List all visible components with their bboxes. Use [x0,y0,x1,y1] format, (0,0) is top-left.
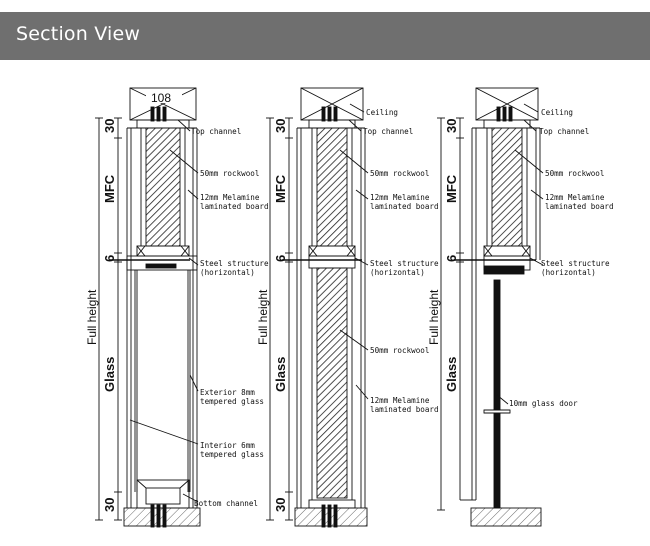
section-header: Section View [0,12,650,60]
top-number: 108 [151,91,171,105]
label-glass-door: 10mm glass door [509,399,578,408]
label-top-channel: Top channel [539,127,589,136]
label-board-line1: 12mm Melamine [200,193,260,202]
label-ceiling: Ceiling [541,108,573,117]
top-channel [483,119,531,129]
dim-bottom: 30 [102,498,117,512]
label-steel-line1: Steel structure [200,259,269,268]
label-board-lower-line1: 12mm Melamine [370,396,430,405]
label-rockwool: 50mm rockwool [545,169,604,178]
label-steel-line2: (horizontal) [370,268,425,277]
rockwool-fill [145,127,181,247]
rockwool-fill [491,127,523,247]
section-middle [266,87,369,528]
dim-upper: MFC [273,174,288,203]
label-ext-glass-line1: Exterior 8mm [200,388,255,397]
label-board-line1: 12mm Melamine [545,193,605,202]
label-steel-line2: (horizontal) [200,268,255,277]
dim-mid: 6 [273,255,288,262]
label-int-glass-line1: Interior 6mm [200,441,255,450]
label-ext-glass-line2: tempered glass [200,397,264,406]
label-board-line2: laminated board [200,202,269,211]
label-steel-line1: Steel structure [541,259,610,268]
label-ceiling: Ceiling [366,108,398,117]
steel-structure [126,255,198,271]
dim-lower: Glass [444,357,459,392]
label-rockwool: 50mm rockwool [370,169,429,178]
top-channel [308,119,356,129]
dim-full-height: Full height [256,289,270,345]
label-rockwool-lower: 50mm rockwool [370,346,429,355]
label-bottom-channel: Bottom channel [194,499,258,508]
dim-lower: Glass [102,357,117,392]
bottom-channel [308,499,356,509]
floor-slab [123,507,201,527]
dim-upper: MFC [102,174,117,203]
dim-top: 30 [102,119,117,133]
label-steel-line1: Steel structure [370,259,439,268]
dim-top: 30 [444,119,459,133]
dim-top: 30 [273,119,288,133]
label-steel-line2: (horizontal) [541,268,596,277]
dim-full-height: Full height [427,289,441,345]
glass-door [493,279,501,509]
dim-bottom: 30 [273,498,288,512]
label-board-lower-line2: laminated board [370,405,439,414]
section-right [437,87,544,527]
section-left [95,87,201,528]
dim-lower: Glass [273,357,288,392]
label-board-line2: laminated board [370,202,439,211]
label-board-line1: 12mm Melamine [370,193,430,202]
label-board-line2: laminated board [545,202,614,211]
dim-full-height: Full height [85,289,99,345]
label-top-channel: Top channel [191,127,241,136]
floor-slab [470,507,542,527]
label-top-channel: Top channel [363,127,413,136]
page-title: Section View [16,23,141,45]
dim-mid: 6 [102,255,117,262]
dim-mid: 6 [444,255,459,262]
rockwool-fill-lower [316,267,348,499]
rockwool-fill-upper [316,127,348,247]
dim-upper: MFC [444,174,459,203]
label-int-glass-line2: tempered glass [200,450,264,459]
steel-structure [308,255,356,269]
label-rockwool: 50mm rockwool [200,169,259,178]
